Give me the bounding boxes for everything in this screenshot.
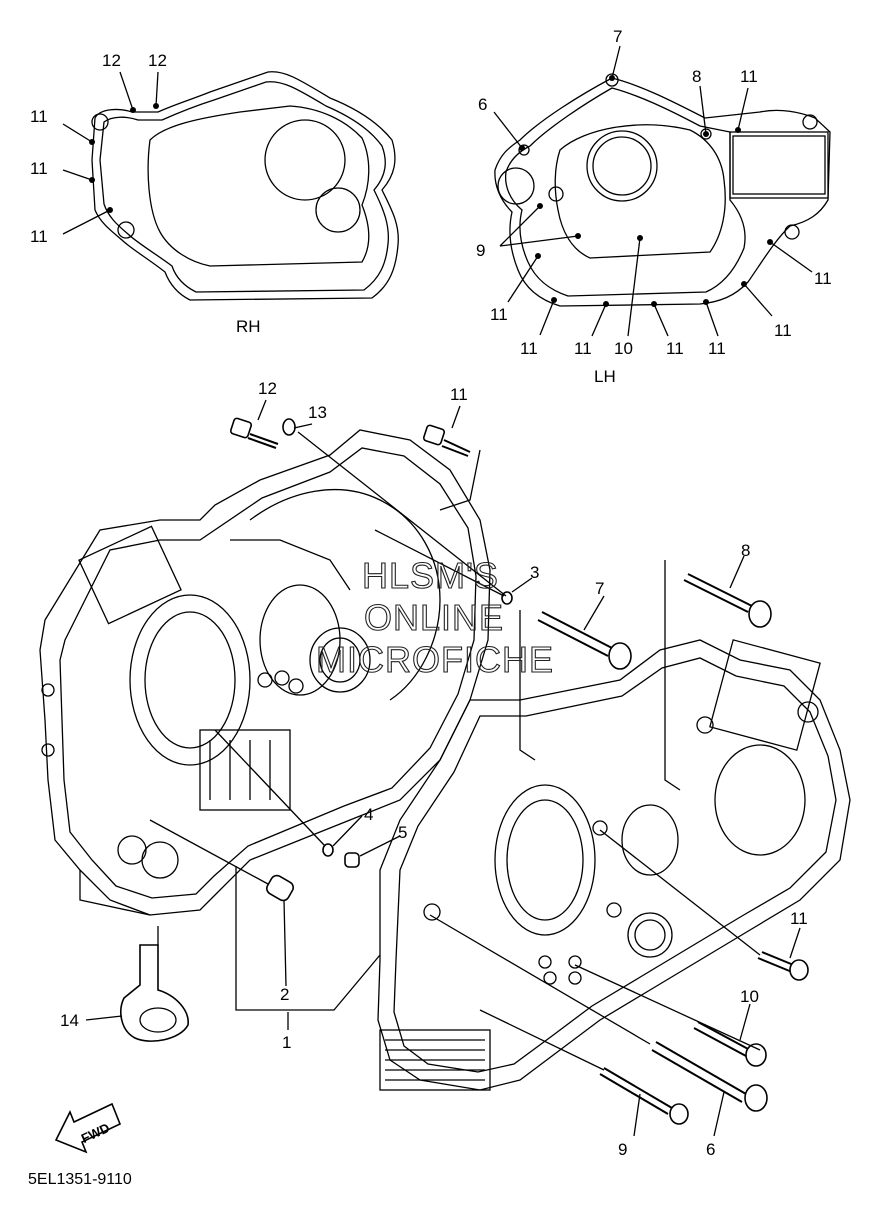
strainer-cover-14 bbox=[120, 944, 189, 1042]
watermark-line-1: HLSM'S bbox=[362, 555, 499, 596]
dowel-5 bbox=[344, 852, 360, 868]
callout-14: 14 bbox=[60, 1011, 79, 1030]
lh-callout-8: 8 bbox=[692, 67, 701, 86]
lh-callout-10: 10 bbox=[614, 339, 633, 358]
lh-callout-7: 7 bbox=[613, 27, 622, 46]
rh-gasket-outline bbox=[91, 71, 399, 301]
lh-gasket-outline bbox=[494, 73, 831, 307]
lh-callout-9: 9 bbox=[476, 241, 485, 260]
part-code: 5EL1351-9110 bbox=[28, 1171, 132, 1188]
callout-8: 8 bbox=[741, 541, 750, 560]
bolt-11-lower bbox=[757, 951, 809, 981]
rh-callout-11b: 11 bbox=[30, 159, 48, 178]
callout-7: 7 bbox=[595, 579, 604, 598]
callout-10: 10 bbox=[740, 987, 759, 1006]
rh-callout-12a: 12 bbox=[102, 51, 121, 70]
callout-9: 9 bbox=[618, 1140, 627, 1159]
lh-callout-11a: 11 bbox=[740, 67, 758, 86]
lh-view-label: LH bbox=[594, 367, 616, 386]
washer-13 bbox=[282, 418, 296, 436]
watermark: HLSM'S ONLINE MICROFICHE bbox=[315, 554, 554, 680]
lh-callout-11g: 11 bbox=[774, 321, 792, 340]
callout-4: 4 bbox=[364, 805, 373, 824]
crankcase-right-half bbox=[39, 429, 491, 916]
main-leader-lines bbox=[85, 399, 801, 1137]
callout-11-top: 11 bbox=[450, 385, 468, 404]
bolt-10 bbox=[693, 1021, 767, 1067]
callout-5: 5 bbox=[398, 823, 407, 842]
crankcase-left-half bbox=[377, 639, 851, 1091]
callout-6: 6 bbox=[706, 1140, 715, 1159]
lh-callout-6: 6 bbox=[478, 95, 487, 114]
lh-leader-lines bbox=[493, 45, 813, 337]
watermark-line-2: ONLINE bbox=[364, 597, 504, 638]
bolt-12 bbox=[229, 417, 279, 449]
rh-view-label: RH bbox=[236, 317, 261, 336]
lh-callout-11d: 11 bbox=[574, 339, 592, 358]
callout-1: 1 bbox=[282, 1033, 291, 1052]
rh-callout-12b: 12 bbox=[148, 51, 167, 70]
lh-callout-11e: 11 bbox=[666, 339, 684, 358]
callout-12: 12 bbox=[258, 379, 277, 398]
dowel-2 bbox=[266, 874, 294, 902]
bolt-9 bbox=[599, 1067, 689, 1125]
oring-4 bbox=[322, 843, 334, 857]
lh-callout-11b: 11 bbox=[490, 305, 508, 324]
callout-3: 3 bbox=[530, 563, 539, 582]
watermark-line-3: MICROFICHE bbox=[316, 639, 554, 680]
lh-callout-11h: 11 bbox=[814, 269, 832, 288]
callout-13: 13 bbox=[308, 403, 327, 422]
bolt-7 bbox=[537, 611, 632, 670]
bolt-11-top bbox=[422, 424, 471, 457]
lh-callout-11c: 11 bbox=[520, 339, 538, 358]
bolt-8 bbox=[683, 573, 772, 628]
fwd-arrow-icon: FWD bbox=[54, 1102, 122, 1154]
rh-callout-11a: 11 bbox=[30, 107, 48, 126]
bolt-6 bbox=[651, 1041, 768, 1112]
callout-2: 2 bbox=[280, 985, 289, 1004]
rh-callout-11c: 11 bbox=[30, 227, 48, 246]
rh-leader-lines bbox=[62, 71, 159, 235]
callout-11-lower: 11 bbox=[790, 909, 808, 928]
lh-callout-11f: 11 bbox=[708, 339, 726, 358]
